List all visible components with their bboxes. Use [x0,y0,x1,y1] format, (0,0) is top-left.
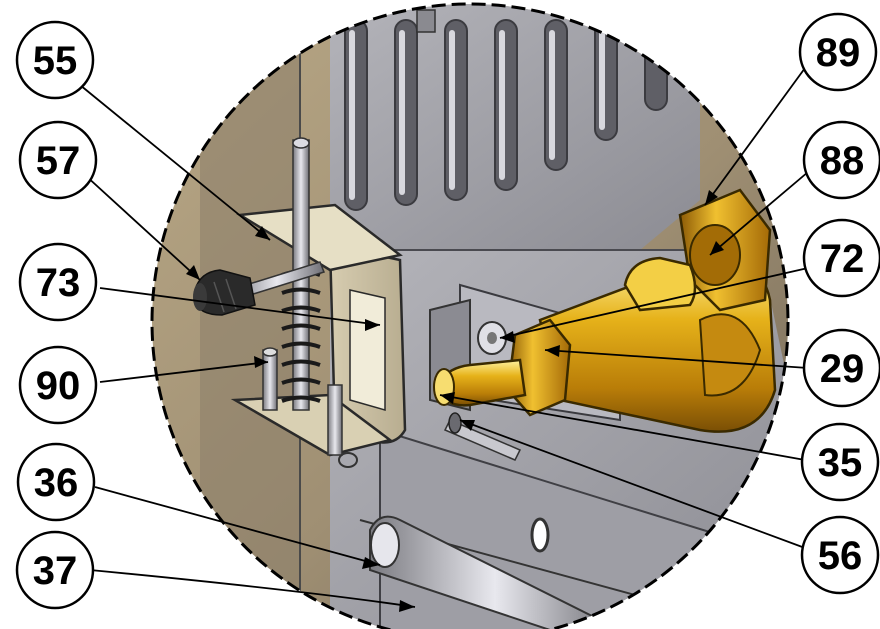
svg-text:88: 88 [820,139,865,183]
vent-slot-highlights [349,30,605,200]
callout-35: 35 [800,422,880,502]
spring-bracket-assembly [193,137,407,468]
leader-lines [79,67,809,612]
leader-88 [709,171,809,256]
compression-spring [281,269,321,403]
leader-36 [94,486,381,566]
magnified-view [152,4,788,629]
gas-valve [433,188,777,433]
svg-text:29: 29 [820,347,865,391]
svg-text:35: 35 [818,441,863,485]
callout-90: 90 [18,345,98,425]
actuator-pin-56 [443,419,522,461]
callout-29: 29 [802,328,880,408]
slot-hole [530,517,550,553]
side-wall [200,4,300,629]
svg-text:37: 37 [33,549,78,593]
callout-88: 88 [802,120,880,200]
leader-90 [99,361,269,383]
leader-57 [84,174,201,281]
rod-36 [369,515,623,629]
svg-text:90: 90 [36,364,81,408]
svg-text:56: 56 [818,534,863,578]
callout-57: 57 [18,120,98,200]
svg-text:89: 89 [816,31,861,75]
leader-37 [89,569,416,608]
callout-36: 36 [16,442,96,522]
top-screw [416,9,436,33]
lens-rim [150,2,790,629]
svg-text:36: 36 [34,461,79,505]
svg-text:73: 73 [36,261,81,305]
svg-text:55: 55 [33,39,78,83]
leader-35 [439,394,806,461]
post-90 [262,349,278,411]
leader-73 [99,287,381,326]
leader-89 [704,67,806,206]
leader-56 [459,419,806,549]
callout-37: 37 [15,530,95,610]
leader-55 [79,84,271,241]
callout-55: 55 [15,20,95,100]
callout-73: 73 [18,242,98,322]
callout-89: 89 [798,12,878,92]
leader-72 [499,267,809,339]
callout-56: 56 [800,515,880,595]
svg-text:57: 57 [36,139,81,183]
svg-text:72: 72 [820,237,865,281]
rod-end [370,522,400,568]
leader-29 [544,349,809,369]
callout-72: 72 [802,218,880,298]
